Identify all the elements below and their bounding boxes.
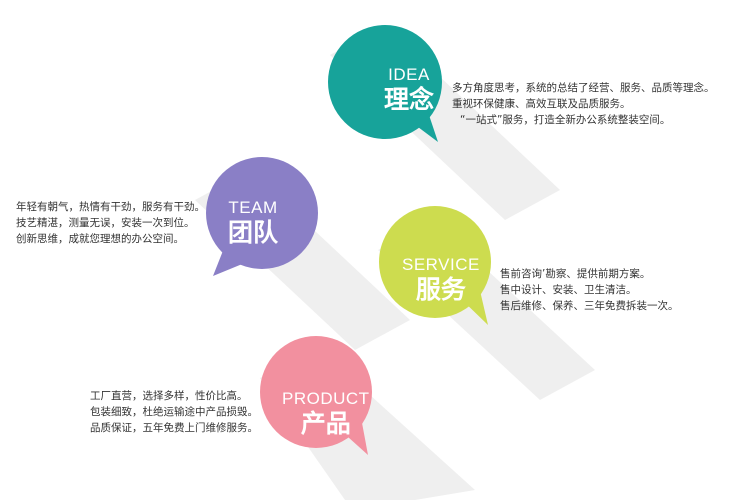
product-line: 包装细致，杜绝运输途中产品损毁。 (90, 406, 258, 418)
service-title-en: SERVICE (402, 255, 480, 274)
service-line: 售前咨询’勘察、提供前期方案。 (500, 268, 651, 280)
idea-line: 多方角度思考，系统的总结了经营、服务、品质等理念。 (452, 82, 715, 94)
service-bubble (379, 206, 491, 325)
service-description: 售前咨询’勘察、提供前期方案。 售中设计、安装、卫生清洁。 售后维修、保养、三年… (500, 266, 679, 314)
service-line: 售后维修、保养、三年免费拆装一次。 (500, 300, 679, 312)
product-title: PRODUCT 产品 (282, 390, 370, 436)
team-bubble (206, 157, 318, 276)
product-line: 品质保证，五年免费上门维修服务。 (90, 422, 258, 434)
team-title-en: TEAM (228, 198, 278, 217)
product-bubble (260, 336, 372, 455)
idea-title: IDEA 理念 (384, 66, 434, 112)
idea-description: 多方角度思考，系统的总结了经营、服务、品质等理念。 重视环保健康、高效互联及品质… (452, 80, 715, 128)
product-description: 工厂直营，选择多样，性价比高。 包装细致，杜绝运输途中产品损毁。 品质保证，五年… (90, 388, 258, 436)
idea-bubble (328, 25, 442, 142)
product-line: 工厂直营，选择多样，性价比高。 (90, 390, 248, 402)
service-title: SERVICE 服务 (402, 256, 480, 302)
team-line: 年轻有朝气，热情有干劲，服务有干劲。 (16, 201, 205, 213)
team-description: 年轻有朝气，热情有干劲，服务有干劲。 技艺精湛，测量无误，安装一次到位。 创新思… (16, 199, 205, 247)
team-title-zh: 团队 (228, 218, 279, 247)
team-line: 创新思维，成就您理想的办公空间。 (16, 233, 184, 245)
idea-title-en: IDEA (388, 65, 430, 84)
idea-title-zh: 理念 (384, 85, 435, 114)
product-title-en: PRODUCT (282, 389, 370, 408)
team-line: 技艺精湛，测量无误，安装一次到位。 (16, 217, 195, 229)
service-line: 售中设计、安装、卫生清洁。 (500, 284, 637, 296)
idea-line: 重视环保健康、高效互联及品质服务。 (452, 98, 631, 110)
team-title: TEAM 团队 (228, 199, 278, 245)
product-title-zh: 产品 (300, 409, 351, 438)
service-title-zh: 服务 (415, 275, 466, 304)
idea-line: “一站式”服务，打造全新办公系统整装空间。 (460, 114, 671, 126)
